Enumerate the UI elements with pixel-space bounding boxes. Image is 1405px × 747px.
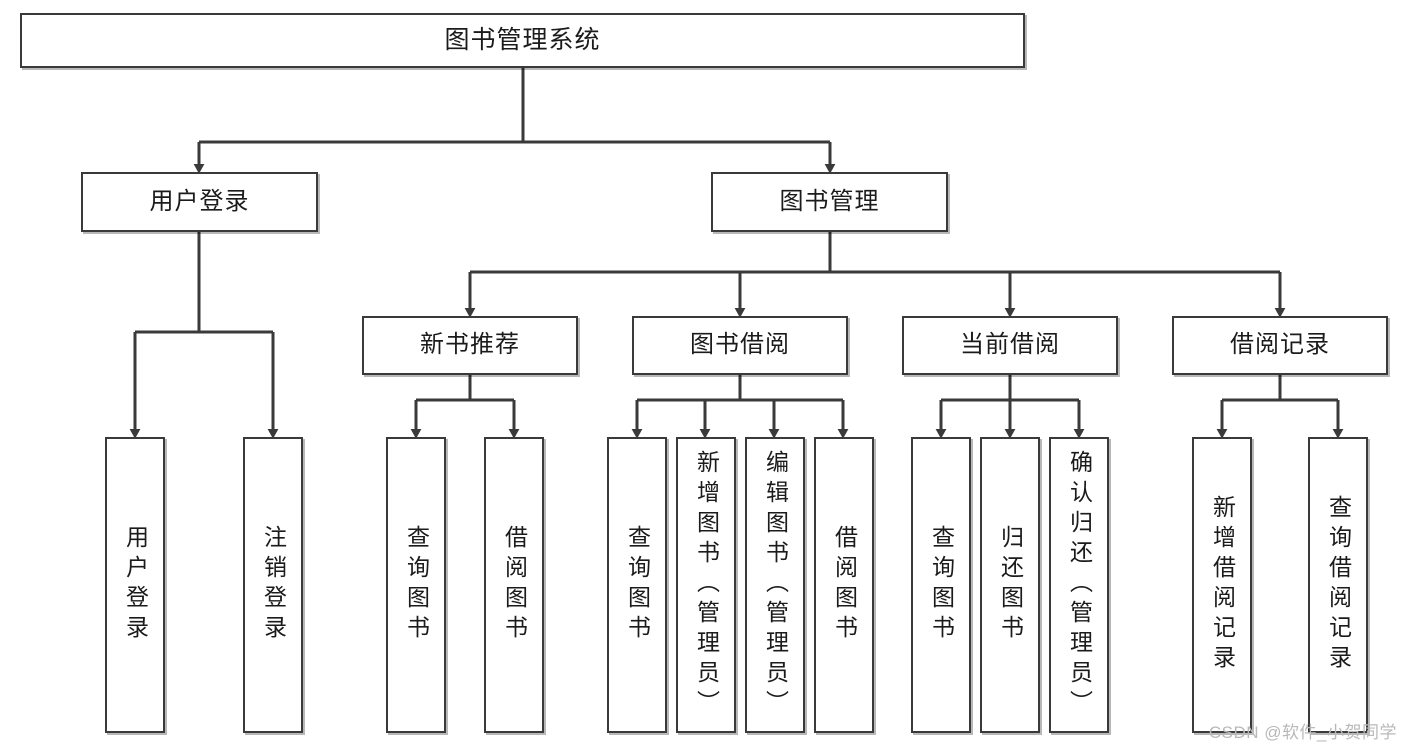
leaf-add-book-admin[interactable]: 新增图书（管理员）: [676, 437, 736, 733]
node-label: 新增图书（管理员）: [693, 450, 720, 720]
node-label: 图书管理系统: [444, 25, 601, 54]
node-new-book-recommend[interactable]: 新书推荐: [362, 316, 578, 375]
node-book-borrow[interactable]: 图书借阅: [632, 316, 848, 375]
node-label: 确认归还（管理员）: [1066, 450, 1093, 720]
leaf-query-borrow-record[interactable]: 查询借阅记录: [1308, 437, 1368, 733]
node-label: 归还图书: [997, 525, 1024, 645]
leaf-logout[interactable]: 注销登录: [243, 437, 303, 733]
watermark: CSDN @软件_小贺同学: [1208, 723, 1397, 742]
leaf-edit-book-admin[interactable]: 编辑图书（管理员）: [745, 437, 805, 733]
leaf-borrow-books-borrow[interactable]: 借阅图书: [814, 437, 874, 733]
node-label: 新书推荐: [420, 331, 520, 359]
leaf-confirm-return-admin[interactable]: 确认归还（管理员）: [1049, 437, 1109, 733]
node-current-borrow[interactable]: 当前借阅: [902, 316, 1118, 375]
node-label: 借阅图书: [501, 525, 528, 645]
leaf-query-books-recommend[interactable]: 查询图书: [386, 437, 446, 733]
leaf-query-books-borrow[interactable]: 查询图书: [607, 437, 667, 733]
node-label: 借阅记录: [1230, 331, 1330, 359]
leaf-query-books-current[interactable]: 查询图书: [911, 437, 971, 733]
node-label: 借阅图书: [831, 525, 858, 645]
node-root-system[interactable]: 图书管理系统: [20, 13, 1025, 68]
node-label: 查询图书: [403, 525, 430, 645]
node-label: 查询图书: [624, 525, 651, 645]
node-book-management[interactable]: 图书管理: [711, 172, 948, 232]
node-user-login[interactable]: 用户登录: [81, 172, 318, 232]
node-label: 新增借阅记录: [1209, 495, 1236, 675]
node-label: 注销登录: [260, 525, 287, 645]
node-label: 用户登录: [122, 525, 149, 645]
node-label: 编辑图书（管理员）: [762, 450, 789, 720]
leaf-add-borrow-record[interactable]: 新增借阅记录: [1192, 437, 1252, 733]
node-label: 查询图书: [928, 525, 955, 645]
leaf-borrow-books-recommend[interactable]: 借阅图书: [484, 437, 544, 733]
leaf-user-login[interactable]: 用户登录: [105, 437, 165, 733]
node-label: 当前借阅: [960, 331, 1060, 359]
leaf-return-books[interactable]: 归还图书: [980, 437, 1040, 733]
node-label: 图书借阅: [690, 331, 790, 359]
node-label: 用户登录: [149, 187, 250, 215]
node-label: 查询借阅记录: [1325, 495, 1352, 675]
node-label: 图书管理: [779, 187, 880, 215]
node-borrow-records[interactable]: 借阅记录: [1172, 316, 1388, 375]
